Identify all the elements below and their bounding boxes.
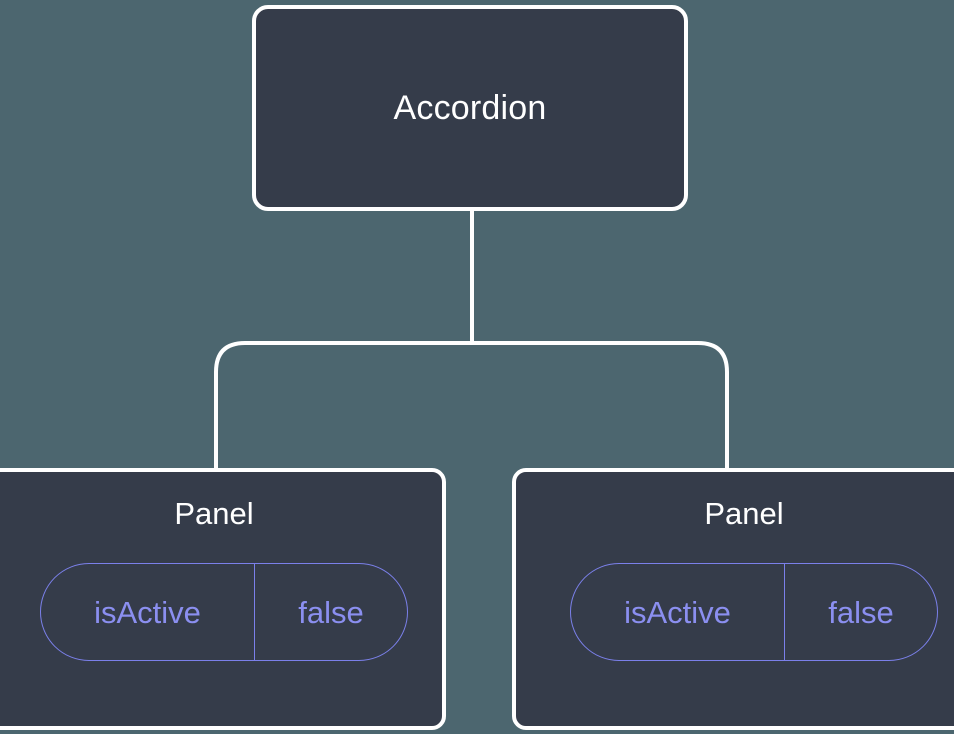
node-accordion[interactable]: Accordion <box>252 5 688 211</box>
node-panel-right[interactable]: Panel isActive false <box>512 468 954 730</box>
prop-key-right: isActive <box>571 564 785 660</box>
node-panel-right-label: Panel <box>704 496 784 531</box>
prop-key-left: isActive <box>41 564 255 660</box>
connector-branch-bus <box>214 341 729 472</box>
prop-value-left: false <box>298 594 364 630</box>
prop-value-right: false <box>828 594 894 630</box>
node-panel-left-label: Panel <box>174 496 254 531</box>
node-accordion-label: Accordion <box>393 89 547 127</box>
prop-pill-right[interactable]: isActive false <box>570 563 938 661</box>
node-panel-left[interactable]: Panel isActive false <box>0 468 446 730</box>
prop-pill-left[interactable]: isActive false <box>40 563 408 661</box>
